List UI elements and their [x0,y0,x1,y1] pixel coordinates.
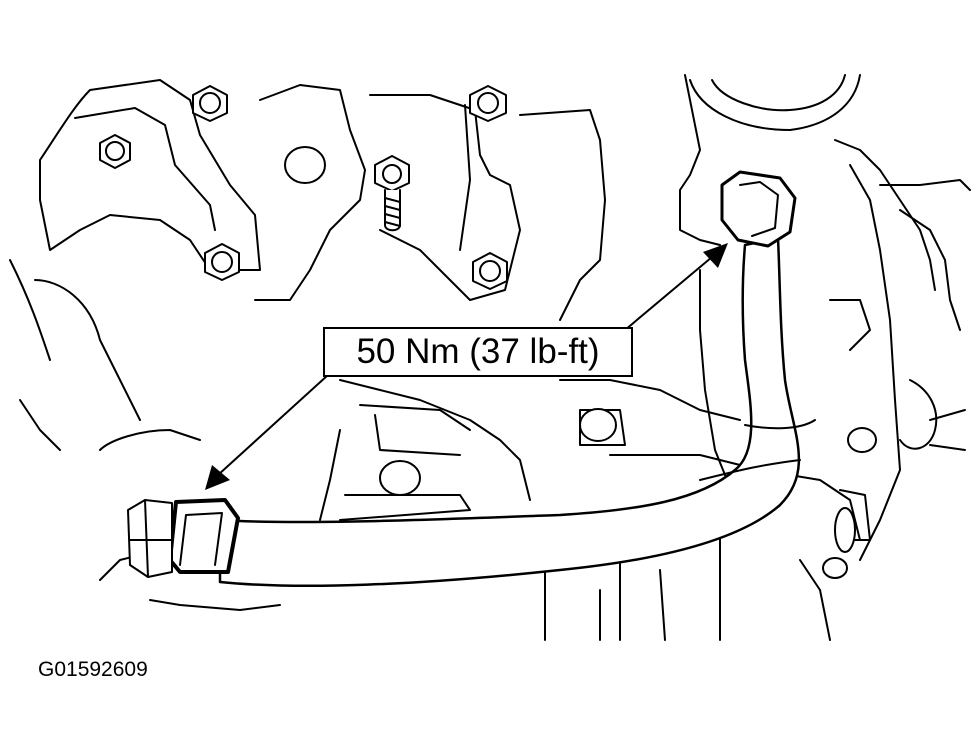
figure-id: G01592609 [38,658,148,681]
bolt-icon [472,252,508,290]
arrow-icon [217,374,329,476]
bolt-icon [374,155,410,192]
bolt-icon [99,134,131,169]
bolt-icon [204,243,240,281]
torque-callout-text: 50 Nm (37 lb-ft) [356,332,600,371]
bolt-icon [192,85,228,122]
hex-nut-icon [720,170,797,248]
torque-callout: 50 Nm (37 lb-ft) [323,327,633,377]
hex-nut-icon [127,499,173,578]
tube-assembly [127,170,816,588]
tube [218,236,801,588]
arrow-icon [624,256,713,331]
hex-nut-icon [168,498,240,574]
bolt-icon [469,85,507,122]
bolt-heads [99,85,877,579]
callout-arrows [205,243,728,490]
engine-block-outline [9,74,971,641]
